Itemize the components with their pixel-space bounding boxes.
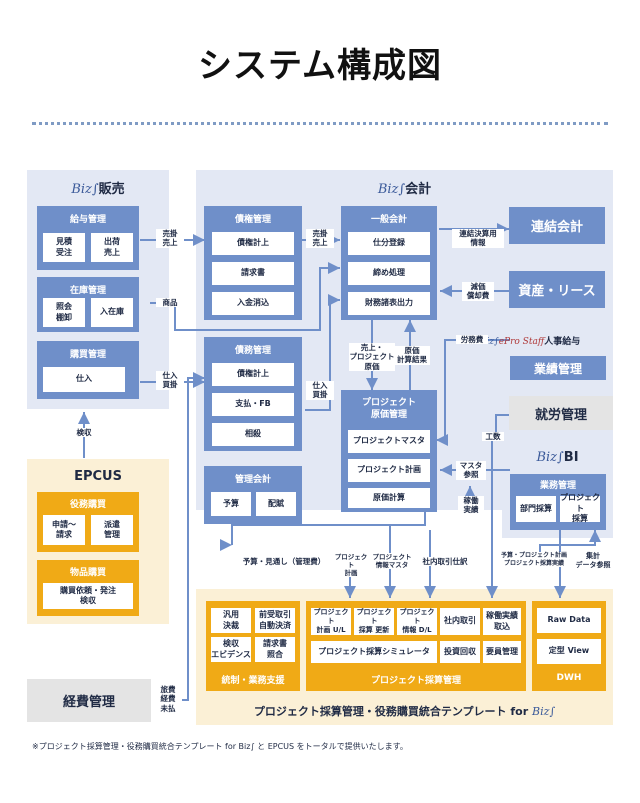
yosan-box[interactable]: 予算 <box>211 492 251 516</box>
kobai-irai-box[interactable]: 購買依頼・発注 検収 <box>43 583 133 609</box>
pj-keikaku-ul-box[interactable]: プロジェクト 計画 U/L <box>311 608 351 635</box>
zaiko-title: 在庫管理 <box>69 286 106 296</box>
kado-jisseki-box[interactable]: 稼働実績 取込 <box>483 608 521 635</box>
label-master-sansho: マスタ 参照 <box>456 461 486 480</box>
label-yosan: 予算・見通し（管理費） <box>238 557 330 567</box>
shinsei-box[interactable]: 申請～ 請求 <box>43 515 85 545</box>
page-title: システム構成図 <box>198 46 442 86</box>
saisan-label: プロジェクト採算管理 <box>370 676 461 686</box>
gyoseki-box[interactable]: 業績管理 <box>510 356 606 380</box>
shiharai-box[interactable]: 支払・FB <box>212 393 294 416</box>
bi-header: Biz∫BI <box>502 450 613 465</box>
label-shohin: 商品 <box>156 298 184 308</box>
teikei-view-box[interactable]: 定型 View <box>537 639 601 664</box>
biz-logo: Biz∫ <box>377 182 406 197</box>
pj-master-box[interactable]: プロジェクトマスタ <box>348 430 430 453</box>
kaikei-title: 会計 <box>405 182 432 197</box>
nyuzaiko-box[interactable]: 入在庫 <box>91 298 133 327</box>
staff-suffix: 人事給与 <box>544 337 581 347</box>
ekimu-title: 役務購買 <box>69 500 106 510</box>
label-yosan-pj: 予算・プロジェクト計画 プロジェクト採算実績 <box>496 552 572 567</box>
label-kosu: 工数 <box>482 432 504 442</box>
template-caption-text: プロジェクト採算管理・役務購買統合テンプレート for <box>253 705 529 718</box>
biz-logo: Biz∫ <box>536 450 564 465</box>
kanri-title: 管理会計 <box>234 475 271 485</box>
dwh-label: DWH <box>556 673 582 683</box>
kyuyo-title: 給与管理 <box>69 215 106 225</box>
genka-keisan-box[interactable]: 原価計算 <box>348 488 430 508</box>
hanbai-header: Biz∫販売 <box>27 178 169 197</box>
label-ryohi: 旅費 経費 未払 <box>154 685 182 714</box>
label-pj-joho: プロジェクト 情報マスタ <box>372 553 412 570</box>
pj-keikaku-box[interactable]: プロジェクト計画 <box>348 459 430 482</box>
label-uriage-2: 売掛 売上 <box>306 229 334 248</box>
ippan-title: 一般会計 <box>370 215 407 225</box>
shisan-box[interactable]: 資産・リース <box>509 271 605 308</box>
shiire-box[interactable]: 仕入 <box>43 367 125 392</box>
label-genka-shokyaku: 減価 償却費 <box>462 282 494 301</box>
shanai-torihiki-box[interactable]: 社内取引 <box>440 608 480 635</box>
staff-header: Biz∫ePro Staff人事給与 <box>450 334 610 347</box>
shokai-box[interactable]: 照会 棚卸 <box>43 298 85 327</box>
shuro-box[interactable]: 就労管理 <box>509 396 613 430</box>
label-uriage-1: 売掛 売上 <box>156 229 184 248</box>
biz-logo: Biz∫ <box>479 337 499 347</box>
haifu-box[interactable]: 配賦 <box>256 492 296 516</box>
hanbai-title: 販売 <box>98 182 125 197</box>
nyukin-box[interactable]: 入金消込 <box>212 292 294 315</box>
raw-data-box[interactable]: Raw Data <box>537 608 601 633</box>
template-caption: プロジェクト採算管理・役務購買統合テンプレート for Biz∫ <box>196 703 613 719</box>
label-romuhi: 労務費 <box>456 335 488 345</box>
biz-logo: Biz∫ <box>71 182 99 197</box>
seikyusho-box[interactable]: 請求書 <box>212 262 294 285</box>
pj-saisan-box[interactable]: プロジェクト 採算 <box>560 493 600 524</box>
sousai-box[interactable]: 相殺 <box>212 423 294 446</box>
saiken-keijo-box[interactable]: 債権計上 <box>212 232 294 255</box>
saimu-keijo-box[interactable]: 債権計上 <box>212 363 294 386</box>
biz-logo: Biz∫ <box>531 705 556 718</box>
bumon-box[interactable]: 部門採算 <box>516 496 556 522</box>
label-uriage-genka: 売上・ プロジェクト 原価 <box>349 343 395 372</box>
yoin-kanri-box[interactable]: 要員管理 <box>483 641 521 663</box>
pj-joho-dl-box[interactable]: プロジェクト 情報 D/L <box>397 608 437 635</box>
kenshu-evidence-box[interactable]: 検収 エビデンス <box>211 637 251 662</box>
footnote: ※プロジェクト採算管理・役務購買統合テンプレート for Biz∫ と EPCU… <box>32 742 408 751</box>
saiken-title: 債権管理 <box>234 215 271 225</box>
staff-brand: ePro Staff <box>498 337 545 347</box>
shime-box[interactable]: 締め処理 <box>348 262 430 285</box>
label-shukei: 集計 データ参照 <box>573 552 613 570</box>
label-kado-jisseki: 稼働 実績 <box>458 496 484 515</box>
saimu-title: 債務管理 <box>234 346 271 356</box>
shukka-box[interactable]: 出荷 売上 <box>91 233 133 262</box>
bi-title: BI <box>563 450 579 465</box>
epcus-header: EPCUS <box>74 469 122 484</box>
kobai-title: 購買管理 <box>69 350 106 360</box>
hanyo-box[interactable]: 汎用 決裁 <box>211 608 251 633</box>
label-genka-kekka: 原価 計算結果 <box>394 346 430 365</box>
shiwake-box[interactable]: 仕分登録 <box>348 232 430 255</box>
zaimu-box[interactable]: 財務諸表出力 <box>348 292 430 315</box>
label-kenshu: 検収 <box>69 428 99 438</box>
renketsu-box[interactable]: 連結会計 <box>509 207 605 244</box>
pj-simulator-box[interactable]: プロジェクト採算シミュレータ <box>311 641 437 663</box>
haken-box[interactable]: 派遣 管理 <box>91 515 133 545</box>
toshi-kaishu-box[interactable]: 投資回収 <box>440 641 480 663</box>
pj-saisan-koshin-box[interactable]: プロジェクト 採算 更新 <box>354 608 394 635</box>
label-shiire-1: 仕入 買掛 <box>156 371 184 390</box>
keihi-box[interactable]: 経費管理 <box>27 679 151 722</box>
label-shanai: 社内取引仕訳 <box>416 557 474 567</box>
tousei-label: 統制・業務支援 <box>221 676 285 686</box>
label-shiire-2: 仕入 買掛 <box>306 381 334 400</box>
bi-group-title: 業務管理 <box>539 481 576 491</box>
seikyu-shogo-box[interactable]: 請求書 照合 <box>255 637 295 662</box>
label-pj-keikaku: プロジェクト 計画 <box>332 553 370 578</box>
buppin-title: 物品購買 <box>69 568 106 578</box>
kaikei-header: Biz∫会計 <box>196 178 613 197</box>
mitsumori-box[interactable]: 見積 受注 <box>43 233 85 262</box>
label-renketsu-info: 連結決算用 情報 <box>452 229 504 248</box>
genka-title: プロジェクト 原価管理 <box>361 398 416 420</box>
dotted-divider <box>32 122 608 125</box>
maeuke-box[interactable]: 前受取引 自動決済 <box>255 608 295 633</box>
